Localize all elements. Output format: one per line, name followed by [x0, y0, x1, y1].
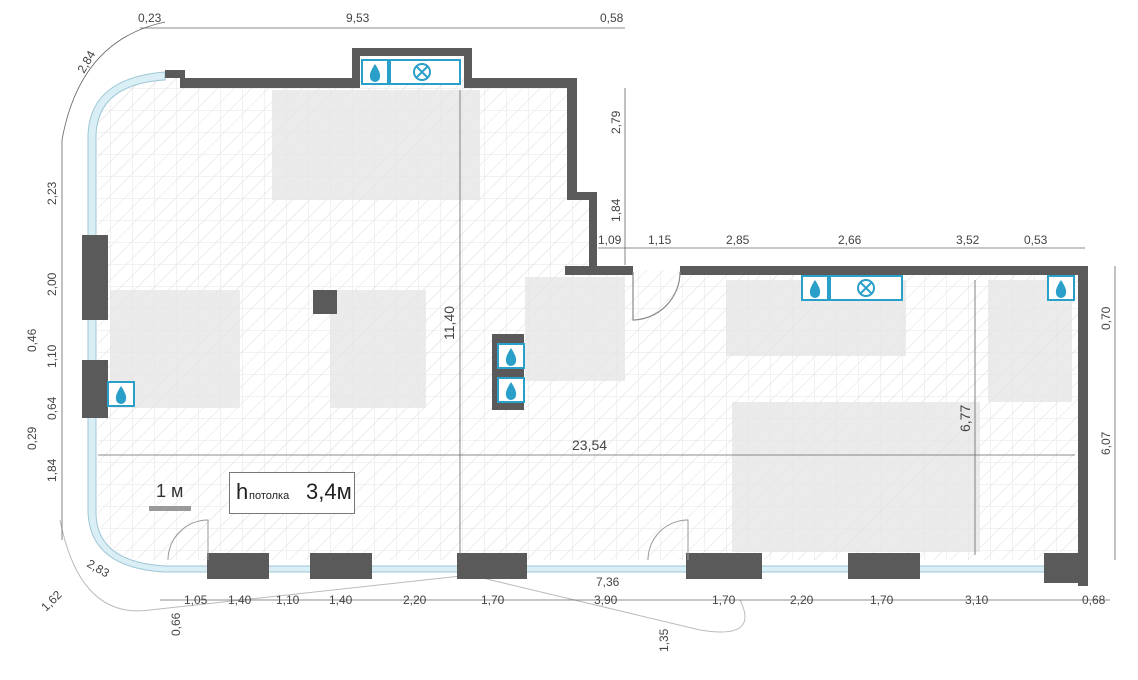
water-drop-icon: [1047, 275, 1075, 301]
dimensions-bottom: 1,05 1,40 1,10 1,40 2,20 1,70 3,90 1,70 …: [184, 593, 1106, 607]
dimension-label: 23,54: [572, 437, 607, 453]
dimension-label: 1,84: [45, 458, 59, 482]
dimension-label: 1,70: [870, 593, 894, 607]
dimension-label: 2,79: [609, 110, 623, 134]
dimension-label: 2,85: [726, 233, 750, 247]
dimension-label: 2,23: [45, 181, 59, 205]
dimension-label: 2,84: [74, 48, 98, 76]
dimensions-top: 0,23 9,53 0,58: [138, 11, 624, 25]
dimension-label: 1,84: [609, 198, 623, 222]
ceiling-height-legend: h потолка 3,4м: [229, 472, 355, 514]
dimension-label: 1,40: [329, 593, 353, 607]
ventilation-fan-icon: [389, 59, 461, 85]
doors: [167, 271, 689, 561]
dimension-label: 1,62: [38, 587, 65, 614]
dimension-label: 2,83: [85, 556, 113, 580]
dimension-lines: [61, 21, 1116, 601]
dimensions-middle: 1,09 1,15 2,85 2,66 3,52 0,53: [598, 233, 1048, 247]
dimensions-interior: 11,40 23,54 6,77: [441, 306, 973, 453]
dimension-label: 1,05: [184, 593, 208, 607]
scale-label: 1 м: [156, 481, 184, 501]
walls: [82, 48, 1088, 586]
door: [167, 519, 209, 561]
dimension-label: 0,46: [25, 328, 39, 352]
dimension-label: 2,20: [403, 593, 427, 607]
dimension-label: 0,66: [169, 612, 183, 636]
dimension-label: 0,64: [45, 396, 59, 420]
dimension-label: 0,70: [1099, 306, 1113, 330]
dimension-label: 6,77: [957, 405, 973, 432]
dimension-label: 0,58: [600, 11, 624, 25]
dimension-label: 0,53: [1024, 233, 1048, 247]
ceiling-subscript: потолка: [249, 490, 290, 502]
zone: [330, 290, 426, 408]
dimension-label: 1,70: [712, 593, 736, 607]
dimension-label: 1,10: [45, 344, 59, 368]
shaded-zones: [110, 90, 1072, 552]
column: [313, 290, 337, 314]
zone: [525, 277, 625, 381]
zone: [732, 402, 980, 552]
water-drop-icon: [361, 59, 389, 85]
water-drop-icon: [801, 275, 829, 301]
dimension-label: 3,10: [965, 593, 989, 607]
ceiling-value: 3,4м: [306, 479, 352, 504]
dimension-label: 6,07: [1099, 431, 1113, 455]
dimensions-upper-right: 2,79 1,84: [609, 110, 623, 222]
dimensions-right: 0,70 6,07: [1099, 306, 1113, 455]
dimension-label: 9,53: [346, 11, 370, 25]
dimension-label: 1,40: [228, 593, 252, 607]
dimension-label: 1,35: [657, 628, 671, 652]
dimension-label: 0,68: [1082, 593, 1106, 607]
scale-bar: [149, 506, 191, 511]
dimension-label: 3,52: [956, 233, 980, 247]
dimension-label: 0,23: [138, 11, 162, 25]
zone: [272, 90, 480, 200]
dimension-label: 1,70: [481, 593, 505, 607]
dimension-label: 2,00: [45, 272, 59, 296]
dimension-label: 2,66: [838, 233, 862, 247]
water-drop-icon: [107, 381, 135, 407]
ventilation-fan-icon: [829, 275, 903, 301]
dimension-label: 1,09: [598, 233, 622, 247]
dimension-label: 0,29: [25, 426, 39, 450]
dimension-label: 1,15: [648, 233, 672, 247]
dimension-label: 7,36: [596, 575, 620, 589]
ceiling-symbol: h: [236, 479, 249, 504]
dimension-label: 1,10: [276, 593, 300, 607]
dimension-label: 3,90: [594, 593, 618, 607]
door: [632, 271, 681, 321]
water-drop-icon: [497, 377, 525, 403]
water-drop-icon: [497, 343, 525, 369]
dimension-label: 11,40: [441, 306, 457, 340]
door: [647, 519, 689, 561]
fixtures: [107, 59, 1075, 407]
dimension-label: 2,20: [790, 593, 814, 607]
